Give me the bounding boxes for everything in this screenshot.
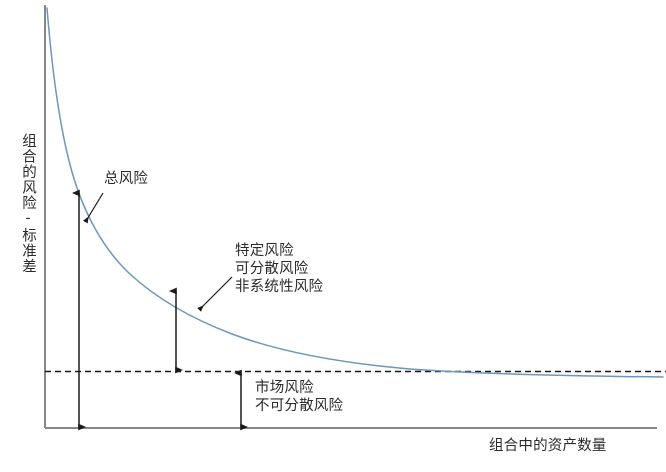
axis-group: [44, 5, 657, 429]
total-risk-curve: [46, 7, 664, 378]
market-risk-label: 市场风险 不可分散风险: [255, 380, 344, 414]
specific-risk-label: 特定风险 可分散风险 非系统性风险: [235, 243, 324, 295]
y-axis-label: 组合的风险-标准差: [20, 133, 36, 274]
specific-risk-leader-line: [197, 276, 233, 312]
total-risk-label: 总风险: [104, 171, 149, 187]
total-risk-leader-line: [83, 192, 104, 224]
x-axis-label: 组合中的资产数量: [489, 438, 607, 454]
